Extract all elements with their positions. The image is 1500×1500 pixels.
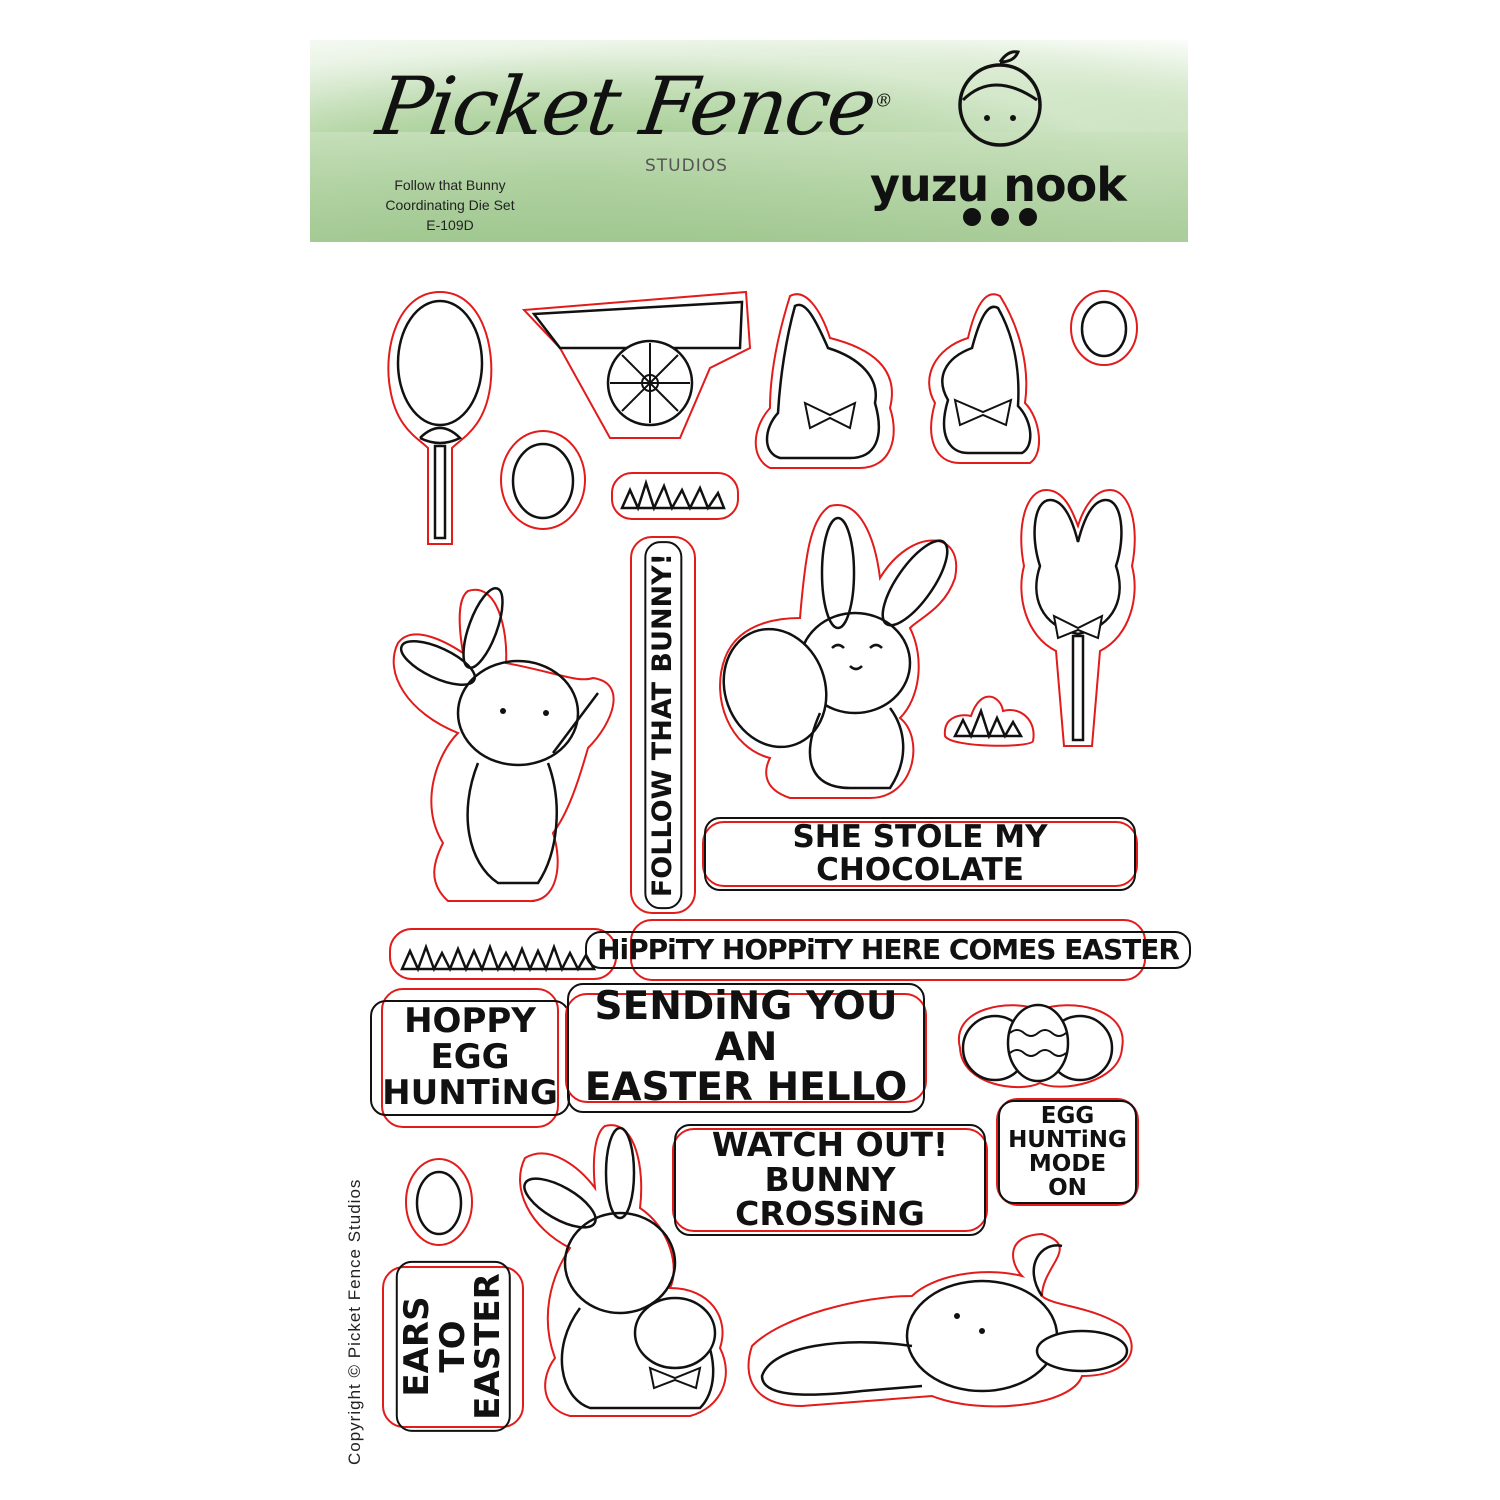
stamp-follow-that-bunny: FOLLOW THAT BUNNY! xyxy=(643,540,683,910)
grass-die xyxy=(611,472,739,520)
stamp-line: HUNTiNG xyxy=(1008,1126,1127,1153)
watercolor-background xyxy=(310,132,1188,242)
die-follow-that-bunny: FOLLOW THAT BUNNY! xyxy=(630,536,696,914)
easter-eggs-trio-die xyxy=(957,1003,1124,1089)
yuzu-mascot-icon xyxy=(958,50,1042,147)
stamp-she-stole-my-chocolate: SHE STOLE MY CHOCOLATE xyxy=(704,817,1136,891)
die-watch-out-bunny-crossing: WATCH OUT! BUNNY CROSSiNG xyxy=(672,1124,988,1236)
bunny-lollipop-die xyxy=(1020,488,1136,747)
header-banner: Picket Fence® STUDIOS Follow that Bunny … xyxy=(310,40,1188,242)
registered-mark: ® xyxy=(873,90,893,112)
bunny-holding-egg-die xyxy=(719,503,958,799)
stamp-line: SENDiNG YOU AN xyxy=(594,983,898,1070)
stamp-line: EARS xyxy=(396,1296,437,1398)
bunny-waving-die xyxy=(392,586,615,903)
chocolate-bunny-die xyxy=(754,293,895,469)
egg-die xyxy=(500,430,586,530)
stamp-line: HUNTiNG xyxy=(382,1072,558,1113)
egg-die-small xyxy=(405,1158,473,1246)
die-ears-to-easter: EARS TO EASTER xyxy=(382,1261,524,1433)
stamp-ears-to-easter: EARS TO EASTER xyxy=(395,1261,511,1433)
stamp-line: MODE ON xyxy=(1028,1151,1107,1202)
stamp-line: EGG xyxy=(1040,1102,1095,1129)
stamp-line: EASTER HELLO xyxy=(584,1065,908,1111)
long-grass-die xyxy=(389,928,617,980)
cart-die xyxy=(521,290,752,439)
brand-name: Picket Fence xyxy=(371,60,881,153)
chocolate-bunny-die-2 xyxy=(928,293,1041,464)
stamp-line: EASTER xyxy=(467,1273,508,1421)
product-type: Coordinating Die Set xyxy=(385,197,515,213)
die-she-stole-my-chocolate: SHE STOLE MY CHOCOLATE xyxy=(702,817,1138,891)
yuzu-dots-icon xyxy=(963,208,1037,226)
copyright-notice: Copyright © Picket Fence Studios xyxy=(345,1178,364,1465)
stamp-line: TO xyxy=(432,1320,473,1374)
die-sending-easter-hello: SENDiNG YOU AN EASTER HELLO xyxy=(565,982,927,1114)
die-egg-hunting-mode-on: EGG HUNTiNG MODE ON xyxy=(996,1098,1139,1206)
stamp-line: BUNNY CROSSiNG xyxy=(735,1159,925,1234)
die-hippity-hoppity: HiPPiTY HOPPiTY HERE COMES EASTER xyxy=(585,919,1191,981)
stamp-line: WATCH OUT! xyxy=(711,1125,949,1165)
product-code: E-109D xyxy=(426,217,474,233)
stamp-watch-out-bunny-crossing: WATCH OUT! BUNNY CROSSiNG xyxy=(674,1124,986,1236)
stamp-line: EGG xyxy=(430,1037,510,1078)
carrot-lollipop-die xyxy=(387,290,493,545)
bunny-lying-die xyxy=(747,1232,1133,1408)
stamp-egg-hunting-mode-on: EGG HUNTiNG MODE ON xyxy=(998,1099,1137,1205)
stamp-line: HOPPY xyxy=(404,1001,536,1042)
partner-logo: yuzu nook xyxy=(870,158,1127,212)
small-egg-die xyxy=(1070,290,1138,366)
stamp-hoppy-egg-hunting: HOPPY EGG HUNTiNG xyxy=(370,1000,570,1116)
product-info: Follow that Bunny Coordinating Die Set E… xyxy=(370,175,530,235)
product-name: Follow that Bunny xyxy=(394,177,506,193)
brand-logo: Picket Fence® xyxy=(371,60,896,153)
stamp-sending-easter-hello: SENDiNG YOU AN EASTER HELLO xyxy=(567,982,925,1114)
brand-sub: STUDIOS xyxy=(645,156,728,176)
small-grass-die xyxy=(943,695,1035,747)
stamp-hippity-hoppity: HiPPiTY HOPPiTY HERE COMES EASTER xyxy=(585,931,1191,969)
bunny-with-chick-die xyxy=(519,1124,727,1417)
die-hoppy-egg-hunting: HOPPY EGG HUNTiNG xyxy=(370,988,570,1128)
